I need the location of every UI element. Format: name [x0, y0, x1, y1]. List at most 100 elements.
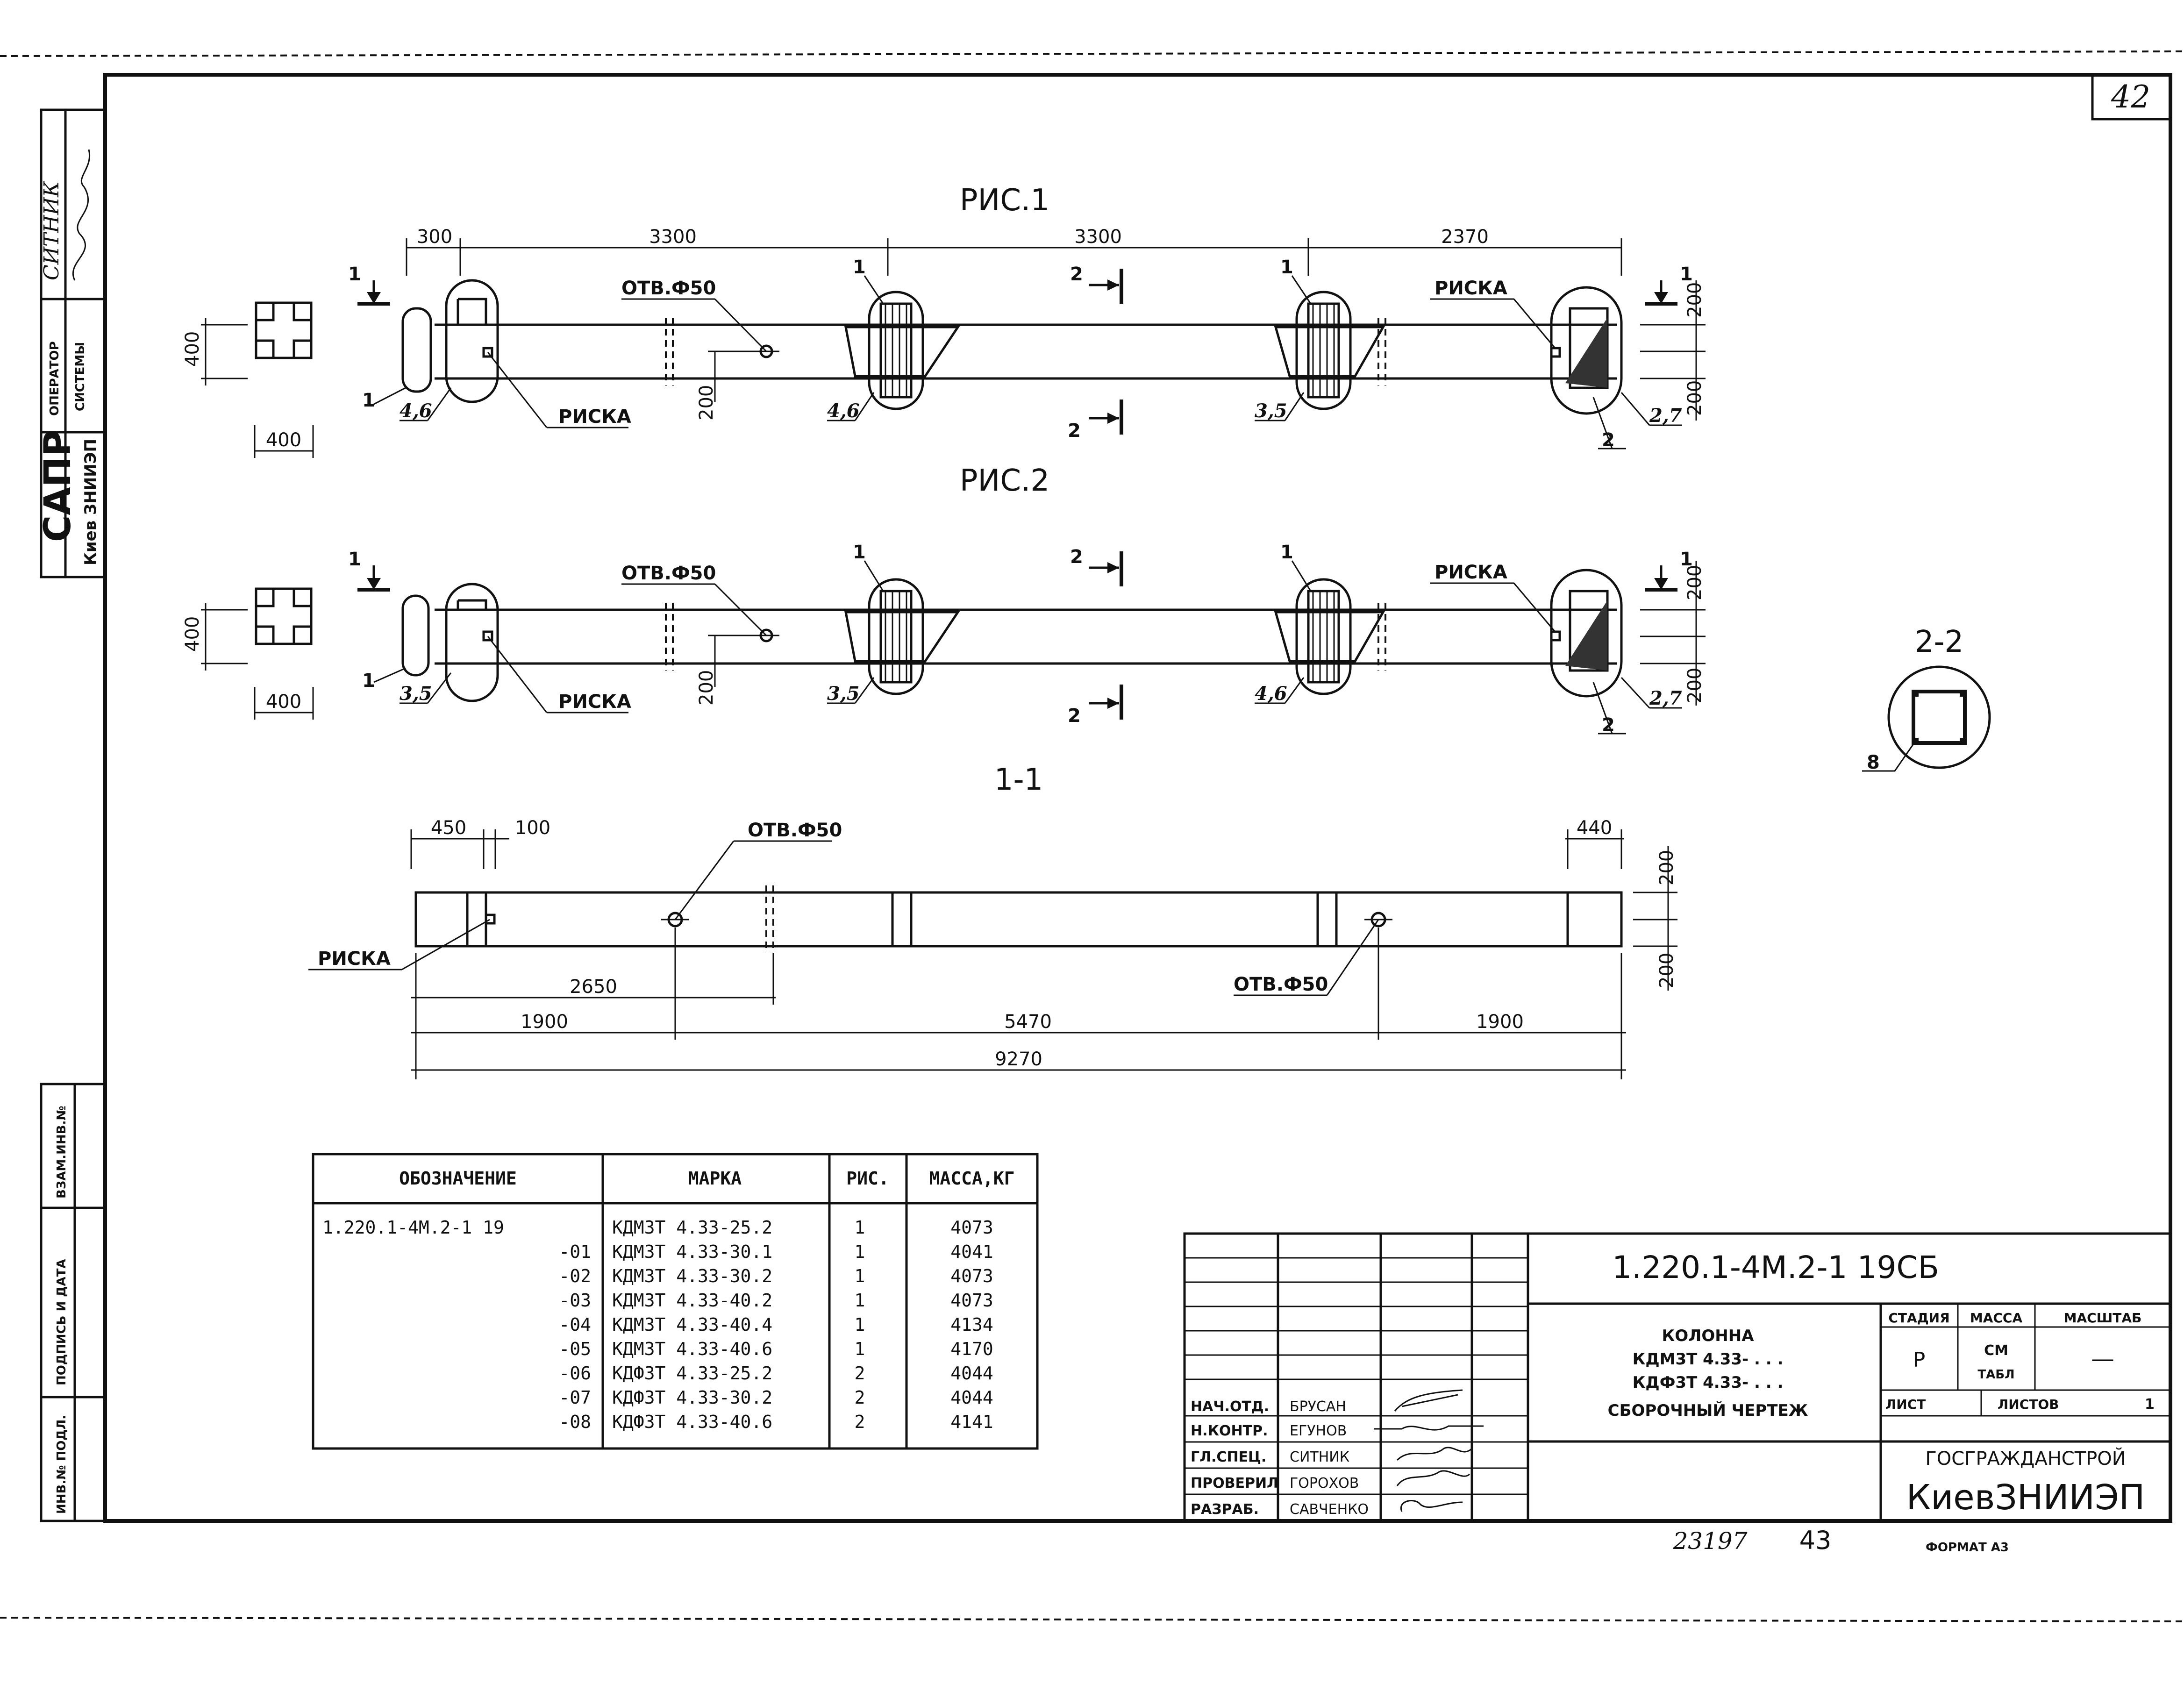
spec-cell-mark: КДМ3Т 4.33-40.2: [612, 1290, 772, 1311]
pos1-mid1-f1: 1: [853, 257, 866, 278]
spec-cell-mass: 4073: [950, 1217, 993, 1238]
dim-3300-b: 3300: [1074, 226, 1122, 248]
dim-2370: 2370: [1441, 226, 1489, 248]
tb-stage: Р: [1913, 1348, 1926, 1372]
cut2-top-f1: 2: [1070, 264, 1083, 285]
spec-cell-mark: КДМ3Т 4.33-40.4: [612, 1314, 772, 1335]
name-2: СИТНИК: [1290, 1449, 1349, 1465]
cut1-right-f2: 1: [1680, 549, 1693, 570]
section-2-2: 2-2 8: [1862, 625, 1991, 773]
spec-header-mass: МАССА,КГ: [929, 1168, 1014, 1189]
spec-cell-mark: КДФ3Т 4.33-40.6: [612, 1412, 772, 1432]
dim-450: 450: [431, 817, 466, 839]
dim-200-r4: 200: [1684, 668, 1706, 703]
weld-f2-b: 3,5: [827, 683, 860, 705]
name-1: ЕГУНОВ: [1290, 1423, 1347, 1439]
operator-label: ОПЕРАТОР: [48, 341, 62, 416]
page-number-bottom: 43: [1799, 1526, 1832, 1555]
system-label: СИСТЕМЫ: [73, 342, 87, 411]
spec-cell-fig: 1: [855, 1339, 865, 1359]
spec-table: ОБОЗНАЧЕНИЕ МАРКА РИС. МАССА,КГ 1.220.1-…: [312, 1153, 1039, 1450]
hole-label-s11-top: ОТВ.Ф50: [748, 820, 842, 841]
spec-cell-mass: 4170: [950, 1339, 993, 1359]
weld-f2-a: 3,5: [400, 683, 432, 705]
signature-3: [1396, 1470, 1470, 1486]
tb-org-2: КиевЗНИИЭП: [1906, 1477, 2145, 1518]
weld-f1-c: 3,5: [1255, 400, 1287, 422]
inv-label: ИНВ.№ ПОДЛ.: [55, 1415, 69, 1514]
dim-5470: 5470: [1004, 1011, 1052, 1033]
dim-200-hole2: 200: [696, 670, 717, 706]
spec-cell-designation: -01: [559, 1242, 591, 1262]
role-3: ПРОВЕРИЛ: [1191, 1475, 1278, 1491]
dim-100: 100: [515, 817, 550, 839]
spec-cell-designation: -04: [559, 1314, 591, 1335]
spec-cell-mass: 4134: [950, 1314, 993, 1335]
spec-cell-designation: -06: [559, 1363, 591, 1384]
margin-signature: [72, 149, 91, 281]
fig1-title: РИС.1: [960, 183, 1049, 218]
role-2: ГЛ.СПЕЦ.: [1191, 1449, 1266, 1465]
tb-scale-header: МАСШТАБ: [2064, 1310, 2142, 1326]
spec-cell-fig: 2: [855, 1363, 865, 1384]
dim-1900-l: 1900: [521, 1011, 568, 1033]
spec-cell-mass: 4044: [950, 1363, 993, 1384]
cut1-right-f1: 1: [1680, 264, 1693, 285]
spec-cell-designation: -03: [559, 1290, 591, 1311]
format-label: ФОРМАТ А3: [1926, 1541, 2009, 1555]
dim-400-v2: 400: [182, 616, 203, 652]
tb-mass-1: СМ: [1984, 1342, 2008, 1359]
spec-cell-designation: -02: [559, 1266, 591, 1286]
spec-cell-mark: КДФ3Т 4.33-30.2: [612, 1387, 772, 1408]
cut1-left-f1: 1: [348, 264, 361, 285]
sitnik-handwritten: СИТНИК: [40, 181, 64, 280]
dim-400-v: 400: [182, 331, 203, 367]
pos1-bot-f1: 1: [362, 390, 375, 411]
weld-f2-d: 2,7: [1649, 687, 1682, 709]
cut2-top-f2: 2: [1070, 546, 1083, 568]
spec-cell-designation: 1.220.1-4М.2-1 19: [322, 1217, 504, 1238]
mark-label-f1-left: РИСКА: [558, 406, 631, 428]
signature-1: [1374, 1425, 1484, 1431]
pos1-mid1-f2: 1: [853, 542, 866, 563]
section-2-2-title: 2-2: [1915, 625, 1964, 659]
spec-cell-fig: 1: [855, 1314, 865, 1335]
spec-cell-mass: 4073: [950, 1290, 993, 1311]
weld-f1-a: 4,6: [400, 400, 432, 422]
spec-cell-fig: 1: [855, 1266, 865, 1286]
dim-400-h2: 400: [266, 691, 301, 713]
weld-f1-d: 2,7: [1649, 405, 1682, 427]
figure-2: РИС.2 400 400 200 ОТВ.Ф50: [182, 464, 1706, 736]
dim-440: 440: [1577, 817, 1612, 839]
section-1-1: 1-1 450 100 440 ОТВ.Ф50 ОТВ.Ф50: [308, 763, 1677, 1079]
kiev-label: Киев ЗНИИЭП: [81, 439, 100, 565]
spec-cell-mass: 4073: [950, 1266, 993, 1286]
dim-200-r2: 200: [1684, 380, 1706, 416]
dim-9270: 9270: [995, 1049, 1042, 1070]
dim-200-r3: 200: [1684, 565, 1706, 600]
name-3: ГОРОХОВ: [1290, 1475, 1359, 1491]
spec-cell-mass: 4041: [950, 1242, 993, 1262]
spec-cell-designation: -05: [559, 1339, 591, 1359]
tb-name-3: СБОРОЧНЫЙ ЧЕРТЕЖ: [1608, 1401, 1808, 1420]
title-block: НАЧ.ОТД. БРУСАН Н.КОНТР. ЕГУНОВ ГЛ.СПЕЦ.…: [1183, 1232, 2172, 1555]
spec-cell-mark: КДФ3Т 4.33-25.2: [612, 1363, 772, 1384]
spec-cell-mark: КДМ3Т 4.33-40.6: [612, 1339, 772, 1359]
hole-label-f1: ОТВ.Ф50: [621, 278, 716, 299]
signature-0: [1394, 1389, 1463, 1412]
dim-2650: 2650: [570, 976, 617, 998]
podp-label: ПОДПИСЬ И ДАТА: [55, 1259, 69, 1385]
mark-label-f1-right: РИСКА: [1435, 278, 1507, 299]
figure-1: РИС.1 300 3300 3300 2370 400 400: [182, 183, 1706, 458]
spec-cell-mark: КДМ3Т 4.33-30.2: [612, 1266, 772, 1286]
mark-label-f2-right: РИСКА: [1435, 562, 1507, 583]
sapr-label: САПР: [37, 430, 79, 542]
pos8-label: 8: [1867, 752, 1880, 773]
spec-cell-designation: -07: [559, 1387, 591, 1408]
weld-f1-b: 4,6: [827, 400, 860, 422]
tb-sheet-label: ЛИСТ: [1885, 1397, 1926, 1412]
tb-name-1: КДМ3Т 4.33- . . .: [1633, 1350, 1784, 1369]
tb-scale: —: [2091, 1345, 2114, 1372]
